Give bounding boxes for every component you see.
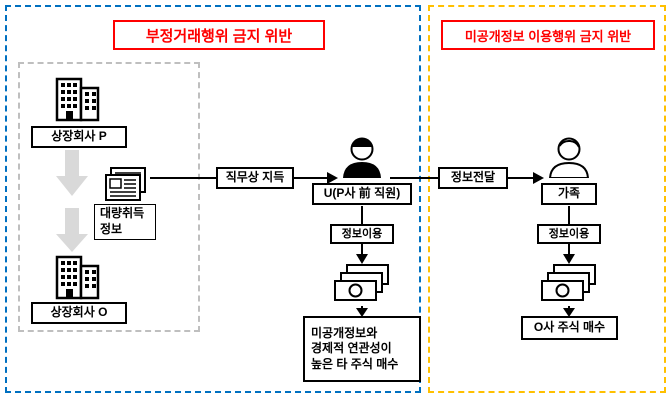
building-icon: [55, 255, 100, 300]
purchase-other-label: 미공개정보와 경제적 연관성이 높은 타 주식 매수: [303, 316, 421, 382]
left-section-border: [5, 5, 421, 393]
info-use-label: 정보이용: [537, 224, 601, 244]
left-section-title: 부정거래행위 금지 위반: [113, 20, 325, 50]
banknotes-icon: [334, 264, 389, 301]
building-icon: [55, 77, 100, 122]
person-icon: [343, 137, 381, 178]
transfer-edge-label: 정보전달: [438, 167, 508, 189]
company-group-box: [18, 62, 200, 332]
right-section-title: 미공개정보 이용행위 금지 위반: [441, 20, 655, 50]
person-u-label: U(P사 前 직원): [312, 183, 412, 205]
newspaper-icon: [105, 167, 146, 201]
banknotes-icon: [541, 264, 596, 301]
bulk-info-label: 대량취득 정보: [94, 204, 156, 240]
acquire-edge-label: 직무상 지득: [216, 167, 294, 189]
right-section-border: [428, 5, 666, 393]
family-label: 가족: [541, 183, 597, 205]
person-outline-icon: [548, 137, 590, 178]
purchase-o-label: O사 주식 매수: [521, 316, 618, 340]
company-p-label: 상장회사 P: [31, 126, 127, 148]
company-o-label: 상장회사 O: [31, 302, 127, 324]
info-use-label: 정보이용: [330, 224, 394, 244]
